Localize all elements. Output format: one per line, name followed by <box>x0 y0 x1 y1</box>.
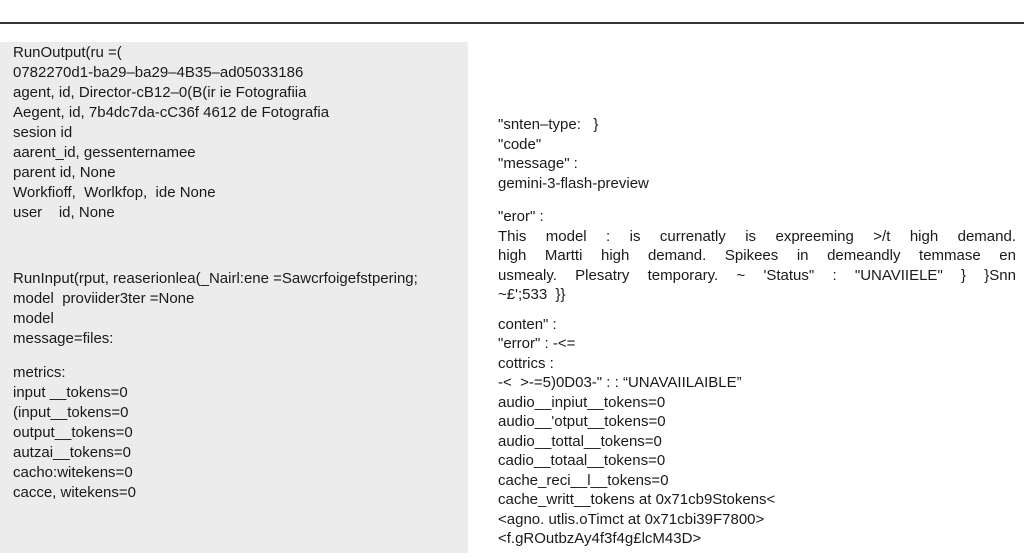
code-line: audio__tottal__tokens=0 <box>498 432 662 450</box>
code-line: Aegent, id, 7b4dc7da-cC36f 4612 de Fotog… <box>13 104 330 121</box>
code-line: audio__'otput__tokens=0 <box>498 413 666 430</box>
code-line: 0782270d1-ba29–ba29–4B35–ad05033186 <box>13 64 304 81</box>
code-line: sesion id <box>13 124 73 141</box>
metrics-block: metrics: input __tokens=0 (input__tokens… <box>13 363 461 503</box>
code-line: gemini-3-flash-preview <box>498 174 649 192</box>
code-line: input __tokens=0 <box>13 384 128 401</box>
left-column: RunOutput(ru =( 0782270d1-ba29–ba29–4B35… <box>13 43 461 503</box>
code-line: -< >-=5)0D03-" : : “UNAVAIILAIBLE” <box>498 374 742 391</box>
code-line: aarent_id, gessenternamee <box>13 144 196 161</box>
error-message-line: This model : is currenatly is expreeming… <box>498 227 1016 245</box>
run-input-block: RunInput(rput, reaserionlea(_Nairl:ene =… <box>13 269 461 349</box>
code-line: "snten–type: } <box>498 116 599 133</box>
code-line: RunInput(rput, reaserionlea(_Nairl:ene =… <box>13 270 418 287</box>
error-block: "eror" : This model : is currenatly is e… <box>498 207 1016 305</box>
code-line: cadio__totaal__tokens=0 <box>498 452 666 469</box>
code-line: <agno. utlis.oTimct at 0x71cbi39F7800> <box>498 510 765 528</box>
error-message-line: usmealy. Plesatry temporary. ~ 'Status" … <box>498 266 1016 284</box>
code-line: <f.gROutbzAy4f3f4g£lcM43D> <box>498 530 702 547</box>
code-line: RunOutput(ru =( <box>13 44 122 61</box>
code-line: parent id, None <box>13 164 116 181</box>
code-line: Workfioff, Worlkfop, ide None <box>13 184 216 201</box>
code-line: agent, id, Director-cB12–0(B(ir ie Fotog… <box>13 84 307 101</box>
code-line: cacho:witekens=0 <box>13 464 133 481</box>
top-divider <box>0 22 1024 24</box>
code-line: cottrics : <box>498 354 554 372</box>
code-line: autzai__tokens=0 <box>13 444 132 461</box>
error-message-line: high Martti high demand. Spikees in deme… <box>498 247 1016 264</box>
code-line: message=files: <box>13 330 114 347</box>
right-column: "snten–type: } "code" "message" : gemini… <box>498 115 1016 549</box>
code-line: cache_writt__tokens at 0x71cb9Stokens< <box>498 491 776 508</box>
code-line: model proviider3ter =None <box>13 290 195 307</box>
code-line: cacce, witekens=0 <box>13 484 136 501</box>
code-line: output__tokens=0 <box>13 424 133 441</box>
code-line: metrics: <box>13 364 66 381</box>
code-line: user id, None <box>13 204 115 221</box>
code-line: model <box>13 310 54 327</box>
error-tail: ~£';533 }} <box>498 286 566 303</box>
code-line: (input__tokens=0 <box>13 404 129 421</box>
code-line: audio__inpiut__tokens=0 <box>498 393 666 411</box>
code-line: cache_reci__l__tokens=0 <box>498 471 669 489</box>
error-label: "eror" : <box>498 208 544 225</box>
code-line: "message" : <box>498 155 578 172</box>
code-line: conten" : <box>498 315 557 333</box>
details-block: conten" : "error" : -<= cottrics : -< >-… <box>498 315 1016 549</box>
code-line: "code" <box>498 135 542 153</box>
response-header-block: "snten–type: } "code" "message" : gemini… <box>498 115 1016 193</box>
run-output-panel <box>0 42 468 553</box>
run-output-block: RunOutput(ru =( 0782270d1-ba29–ba29–4B35… <box>13 43 461 223</box>
code-line: "error" : -<= <box>498 335 576 352</box>
